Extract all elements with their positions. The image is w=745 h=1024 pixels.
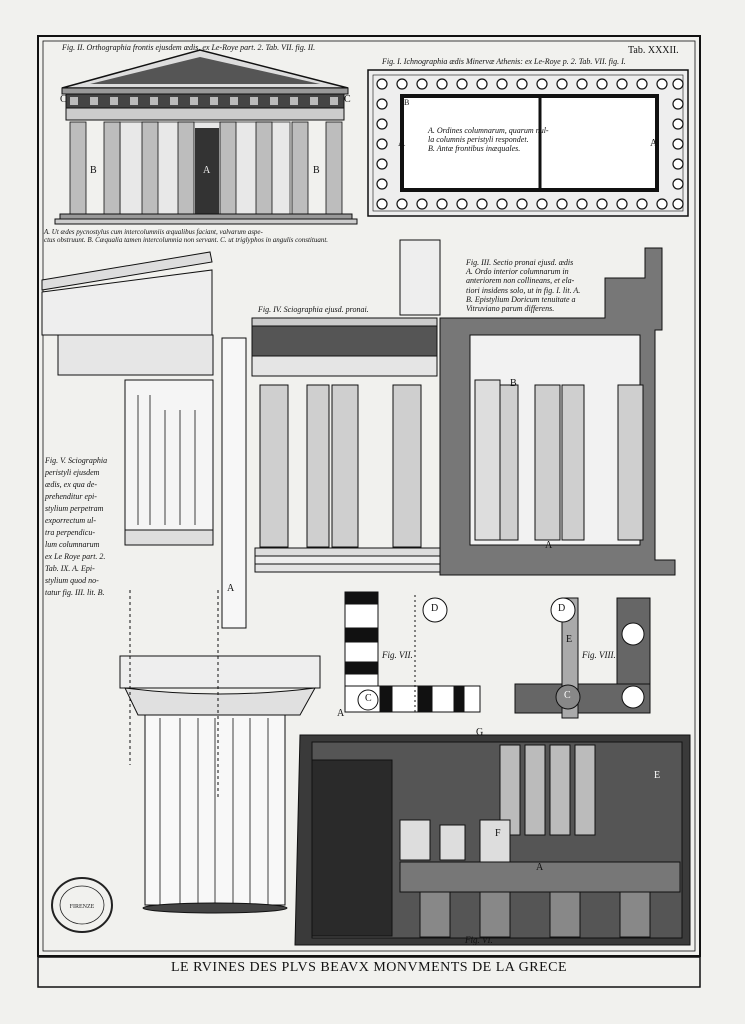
fig5-caption-line: exporrectum ul- [45,516,97,525]
fig5-caption-line: ædis, ex qua de- [45,480,97,489]
fig5-caption: Fig. V. Sciographia peristyli ejusdem æd… [45,455,107,599]
fig5-caption-line: tatur fig. III. lit. B. [45,588,105,597]
plate-number: Tab. XXXII. [628,45,679,56]
fig8-diagram [514,597,651,719]
fig3-caption-line: tiori insidens solo, ut in fig. I. lit. … [466,285,581,295]
fig2-caption: Fig. II. Orthographia frontis ejusdem æd… [62,43,316,52]
fig4-pronaos-view [251,239,456,573]
fig3-caption-line: Vitruviano parum differens. [466,303,555,313]
fig6-label-a: A [536,862,544,873]
fig2-label-a: A [203,165,211,176]
outer-frame [37,35,701,957]
fig2-temple-front [54,49,358,225]
plate-title: LE RVINES DES PLVS BEAVX MONVMENTS DE LA… [170,960,568,975]
fig1-caption: Fig. I. Ichnographia ædis Minervæ Atheni… [382,57,626,66]
fig5-caption-line: peristyli ejusdem [45,468,100,477]
fig7-label-a: A [337,708,345,719]
fig5-peristyle-section [41,251,321,914]
fig6-label-f: F [495,828,501,839]
fig6-label-g: G [476,727,484,738]
fig8-label-e: E [566,634,573,645]
fig8-caption: Fig. VIII. [582,650,616,660]
fig5-caption-line: stylium perpetram [45,504,104,513]
fig5-caption-line: stylium quod no- [45,576,99,585]
title-band [37,956,701,988]
fig8-label-d: D [558,603,566,614]
fig4-caption: Fig. IV. Sciographia ejusd. pronai. [258,305,369,314]
fig3-label-b: B [510,378,517,389]
fig3-pronaos-section [439,247,676,576]
fig6-caption: Fig. VI. [465,935,493,945]
fig7-label-c: C [365,693,372,704]
fig1-label-a: A [398,138,406,149]
fig2-note: A. Ut ædes pycnostylus cum intercolumnii… [44,228,328,244]
fig2-label-c: C [60,94,67,105]
fig1-label-b: B [404,98,410,107]
fig3-caption-line: B. Epistylium Doricum tenuitate a [466,294,576,304]
fig5-caption-line: Fig. V. Sciographia [45,456,108,465]
fig1-ground-plan [367,69,689,217]
fig5-caption-line: lum columnarum [45,540,100,549]
fig3-caption-line: anteriorem non collineans, et ela- [466,276,575,286]
fig5-caption-line: Tab. IX. A. Epi- [45,564,95,573]
fig5-caption-line: prehenditur epi- [45,492,97,501]
fig3-caption-line: A. Ordo interior columnarum in [466,267,569,277]
svg-text:FIRENZE: FIRENZE [70,904,95,910]
fig2-note-line: A. Ut ædes pycnostylus cum intercolumnii… [44,228,263,236]
fig6-ceiling-perspective [294,734,691,946]
fig5-caption-line: ex Le Roye part. 2. [45,552,106,561]
fig1-legend-line: A. Ordines columnarum, quarum nul- [428,126,549,135]
fig2-label-b: B [313,165,320,176]
fig2-label-b: B [90,165,97,176]
fig1-legend-line: la columnis peristyli respondet. [428,135,529,145]
fig2-note-line: ctus obstruunt. B. Cæqualia tamen interc… [44,236,329,245]
fig6-label-e: E [654,770,661,781]
fig5-label-a: A [227,583,235,594]
library-stamp: FIRENZE [51,877,113,933]
inner-frame [42,40,696,952]
fig3-caption: Fig. III. Sectio pronai ejusd. ædis A. O… [466,258,580,313]
fig5-caption-line: tra perpendicu- [45,528,95,537]
fig7-diagram [344,591,481,713]
fig2-label-c: C [344,94,351,105]
fig3-caption-line: Fig. III. Sectio pronai ejusd. ædis [466,258,574,267]
fig7-label-d: D [431,603,439,614]
fig8-label-c: C [564,690,571,701]
fig1-label-a: A [650,138,658,149]
fig7-caption: Fig. VII. [382,650,413,660]
fig1-legend-line: B. Antæ frontibus inæquales. [428,144,521,154]
fig1-legend: A. Ordines columnarum, quarum nul- la co… [428,126,549,154]
fig3-label-a: A [545,540,553,551]
